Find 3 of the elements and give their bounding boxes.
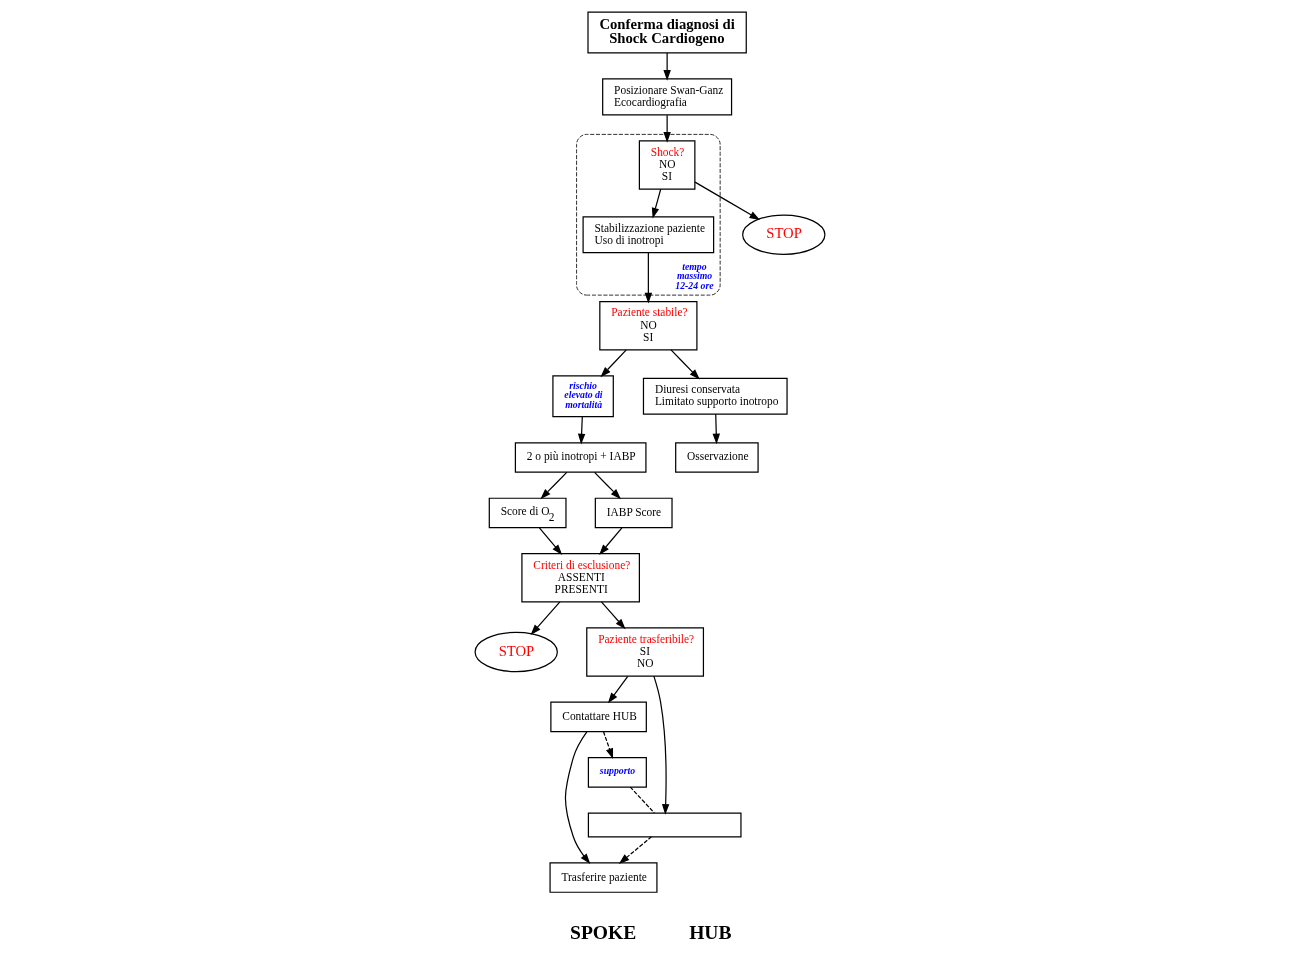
node-label: tempo massimo 12-24 ore xyxy=(675,260,714,292)
label: HUB xyxy=(689,921,732,943)
label: SPOKE xyxy=(570,921,637,943)
